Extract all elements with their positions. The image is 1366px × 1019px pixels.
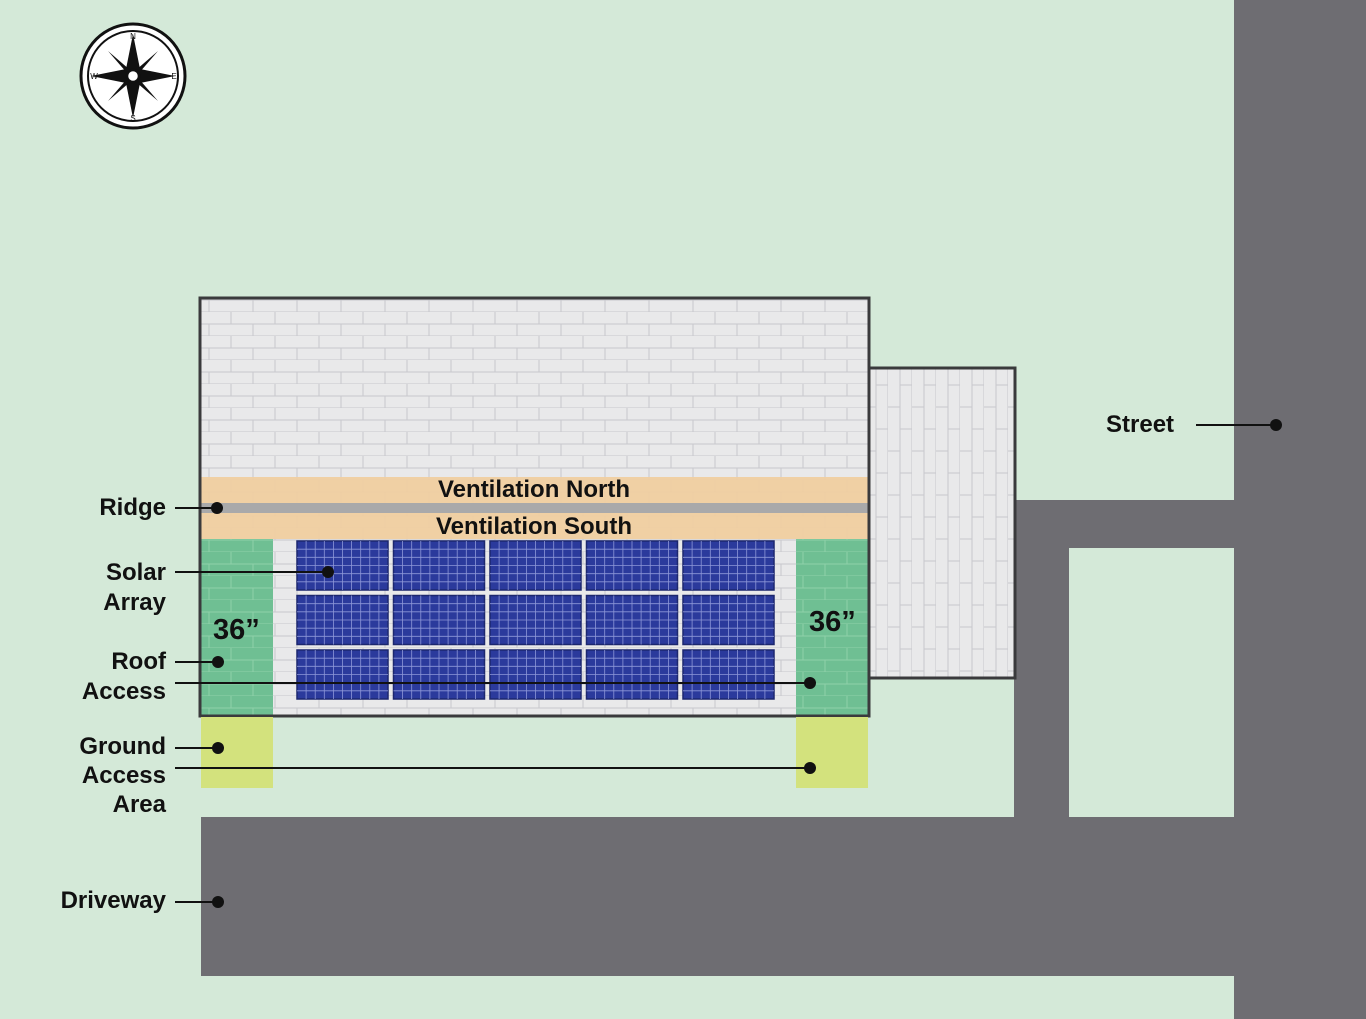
ground-access-label-line3: Area <box>112 791 166 818</box>
ventilation-south-label: Ventilation South <box>436 513 632 540</box>
ridge-label: Ridge <box>99 494 166 521</box>
street-label: Street <box>1106 411 1175 438</box>
right-setback-dimension: 36” <box>809 606 856 638</box>
solar-panel <box>489 594 582 646</box>
leader-lines <box>175 419 1282 908</box>
solar-panel <box>585 649 679 700</box>
ground-access-right <box>796 717 868 788</box>
ridge-line <box>201 503 868 513</box>
ground-access-left <box>201 717 273 788</box>
compass-west: W <box>90 72 98 81</box>
roof-access-right-leader-dot <box>804 677 816 689</box>
solar-array-label-line1: Solar <box>105 559 166 586</box>
street <box>1014 0 1366 1019</box>
driveway <box>201 817 1234 976</box>
solar-panel <box>489 649 582 700</box>
driveway-leader-dot <box>212 896 224 908</box>
side-wing-roof <box>867 366 1017 680</box>
ground-access-left-leader-dot <box>212 742 224 754</box>
solar-panel <box>392 594 486 646</box>
compass-south: S <box>130 114 135 123</box>
solar-array-leader-dot <box>322 566 334 578</box>
roof-access-right <box>796 539 868 715</box>
roof-access-left <box>201 539 273 715</box>
roof-access-label-line2: Access <box>81 678 166 705</box>
street-leader-dot <box>1270 419 1282 431</box>
ground-access-label-line1: Ground <box>79 733 166 760</box>
solar-panel <box>296 594 389 646</box>
compass-rose-icon: N S W E <box>79 22 187 130</box>
ventilation-south-band <box>201 513 868 539</box>
compass-east: E <box>171 72 176 81</box>
ground-access-right-leader-dot <box>804 762 816 774</box>
left-setback-dimension: 36” <box>213 614 260 646</box>
ventilation-north-label: Ventilation North <box>438 476 630 503</box>
solar-panel <box>296 540 389 591</box>
roof-access-left-leader-dot <box>212 656 224 668</box>
solar-panel <box>585 540 679 591</box>
solar-panel <box>682 594 775 646</box>
solar-panel <box>585 594 679 646</box>
solar-panel <box>489 540 582 591</box>
solar-panel <box>296 649 389 700</box>
compass-north: N <box>130 32 136 41</box>
solar-panel <box>392 540 486 591</box>
solar-array <box>296 540 775 700</box>
driveway-label: Driveway <box>60 887 166 914</box>
ridge-leader-dot <box>211 502 223 514</box>
ground-access-label-line2: Access <box>81 762 166 789</box>
solar-panel <box>392 649 486 700</box>
solar-panel <box>682 649 775 700</box>
solar-array-label-line2: Array <box>103 589 166 616</box>
ventilation-north-band <box>201 477 868 504</box>
roof-access-label-line1: Roof <box>111 648 166 675</box>
solar-panel <box>682 540 775 591</box>
